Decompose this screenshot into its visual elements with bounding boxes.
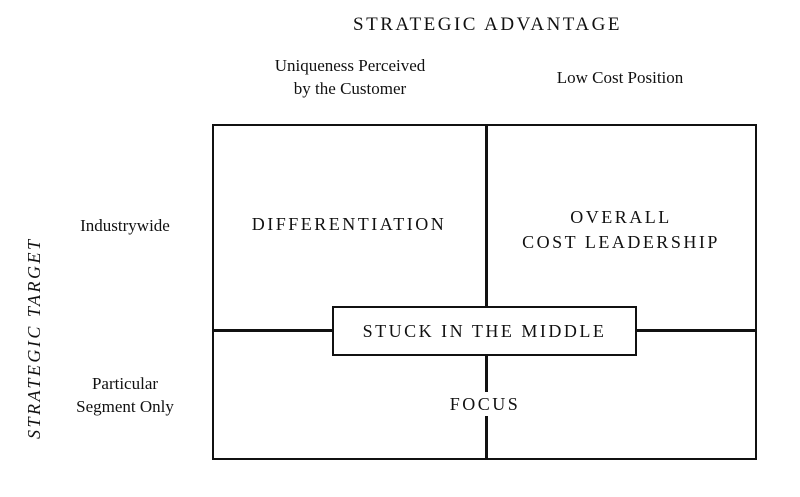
row-header-segment-line2: Segment Only xyxy=(76,397,174,416)
matrix-vertical-divider xyxy=(485,124,488,460)
cell-focus-label: FOCUS xyxy=(443,392,527,416)
cell-differentiation: DIFFERENTIATION xyxy=(251,214,447,234)
cell-focus: FOCUS xyxy=(215,392,755,416)
column-header-low-cost: Low Cost Position xyxy=(556,68,684,87)
column-header-uniqueness-line1: Uniqueness Perceived xyxy=(274,56,426,75)
row-header-segment-line1: Particular xyxy=(91,374,159,393)
strategic-target-title: STRATEGIC TARGET xyxy=(24,237,44,439)
row-header-industrywide: Industrywide xyxy=(80,216,170,235)
cell-cost-leadership-line2: COST LEADERSHIP xyxy=(522,232,720,252)
stuck-in-the-middle-box: STUCK IN THE MIDDLE xyxy=(332,306,637,356)
cell-cost-leadership: OVERALL COST LEADERSHIP xyxy=(488,205,754,255)
row-header-segment: Particular Segment Only xyxy=(60,372,190,418)
stuck-in-the-middle-label: STUCK IN THE MIDDLE xyxy=(362,320,607,341)
column-header-uniqueness: Uniqueness Perceived by the Customer xyxy=(230,54,470,100)
strategy-matrix-frame xyxy=(212,124,757,460)
column-header-uniqueness-line2: by the Customer xyxy=(293,79,407,98)
cell-cost-leadership-line1: OVERALL xyxy=(570,207,672,227)
strategic-advantage-title: STRATEGIC ADVANTAGE xyxy=(353,14,622,35)
